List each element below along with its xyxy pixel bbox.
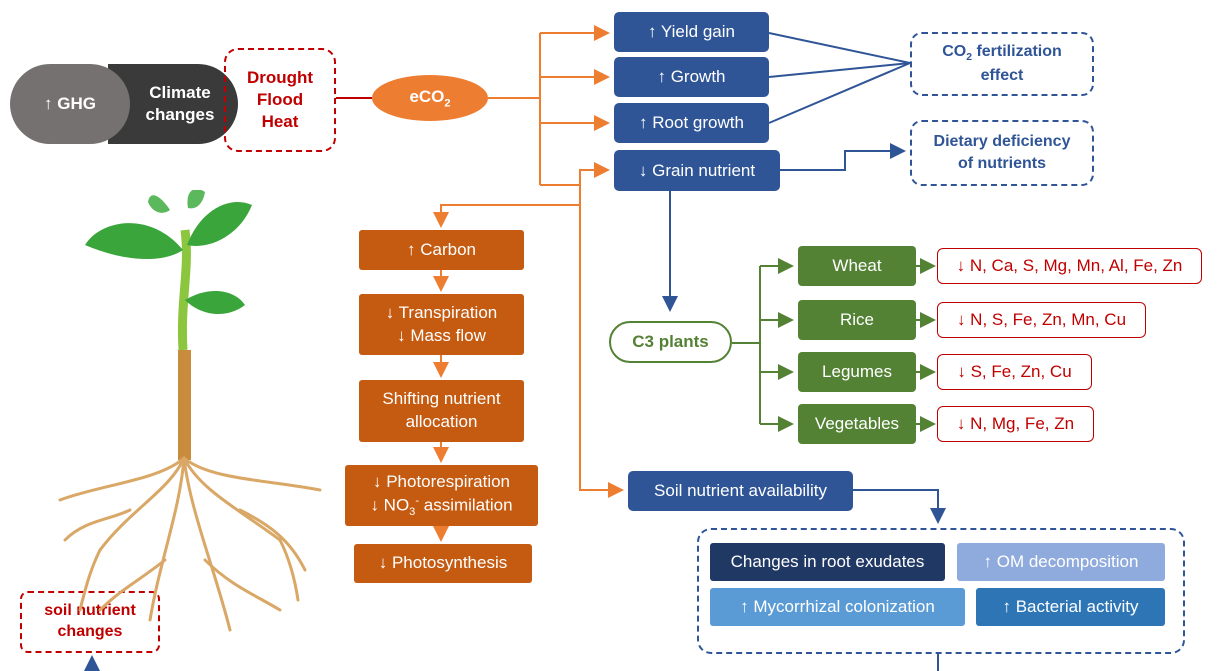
mycorrhizal-box: ↑ Mycorrhizal colonization: [710, 588, 965, 626]
soil-nutrient-changes-box: soil nutrient changes: [20, 591, 160, 653]
shifting-allocation-box: Shifting nutrient allocation: [359, 380, 524, 442]
fertilization-line-2: effect: [980, 67, 1024, 85]
stress-flood: Flood: [256, 89, 304, 109]
transpiration-box: ↓ Transpiration ↓ Mass flow: [359, 294, 524, 355]
c3-plants-label: C3 plants: [632, 332, 709, 351]
yield-gain-label: ↑ Yield gain: [648, 22, 735, 41]
no3-suffix: assimilation: [419, 495, 513, 515]
growth-label: ↑ Growth: [657, 67, 726, 86]
crop-rice: Rice: [798, 300, 916, 340]
photosynthesis-label: ↓ Photosynthesis: [378, 553, 508, 573]
climate-line-2: changes: [145, 105, 215, 124]
plant-stem-upper: [177, 229, 191, 351]
photosynthesis-box: ↓ Photosynthesis: [354, 544, 532, 583]
fertilization-rest: fertilization: [972, 43, 1062, 61]
rice-nutrients: ↓ N, S, Fe, Zn, Mn, Cu: [937, 302, 1146, 338]
eco2-node: eCO2: [372, 75, 488, 121]
dietary-line-1: Dietary deficiency: [933, 133, 1071, 151]
grain-nutrient-box: ↓ Grain nutrient: [614, 150, 780, 191]
soil-changes-line-1: soil nutrient: [44, 602, 136, 620]
stress-drought: Drought: [246, 67, 314, 87]
plant-illustration: [58, 190, 322, 632]
leaf-left: [85, 223, 183, 260]
leaf-mid: [185, 290, 245, 315]
no3-prefix: ↓ NO: [370, 495, 410, 515]
om-decomposition-box: ↑ OM decomposition: [957, 543, 1165, 581]
root-growth-box: ↑ Root growth: [614, 103, 769, 143]
eco2-label: eCO: [409, 86, 445, 106]
mycorrhizal-label: ↑ Mycorrhizal colonization: [740, 597, 935, 616]
carbon-box: ↑ Carbon: [359, 230, 524, 270]
leaf-right: [187, 201, 252, 246]
leaf-top-right: [187, 190, 205, 209]
dietary-line-2: of nutrients: [957, 155, 1046, 172]
photorespiration-box: ↓ Photorespiration ↓ NO3- assimilation: [345, 465, 538, 526]
root-growth-label: ↑ Root growth: [639, 113, 744, 132]
om-decomposition-label: ↑ OM decomposition: [983, 552, 1139, 571]
crop-vegetables-label: Vegetables: [814, 414, 900, 433]
photorespiration-label: ↓ Photorespiration: [372, 472, 511, 492]
mass-flow-label: ↓ Mass flow: [397, 325, 486, 345]
wheat-nutrients: ↓ N, Ca, S, Mg, Mn, Al, Fe, Zn: [937, 248, 1202, 284]
grain-nutrient-label: ↓ Grain nutrient: [638, 160, 756, 180]
carbon-label: ↑ Carbon: [407, 239, 476, 259]
stress-heat: Heat: [261, 112, 299, 132]
vegetables-nutrients: ↓ N, Mg, Fe, Zn: [937, 406, 1094, 442]
plant-roots: [58, 456, 322, 632]
shifting-line-2: allocation: [405, 412, 478, 431]
crop-rice-label: Rice: [839, 310, 874, 329]
eco2-sub: 2: [444, 97, 451, 110]
leaf-top-left: [148, 195, 170, 213]
fertilization-sub: 2: [966, 52, 972, 64]
crop-legumes-label: Legumes: [822, 362, 892, 381]
fertilization-effect-box: CO2 fertilization effect: [910, 32, 1094, 96]
no3-sup: -: [415, 494, 420, 507]
legumes-nutrients: ↓ S, Fe, Zn, Cu: [937, 354, 1092, 390]
climate-line-1: Climate: [149, 82, 211, 102]
ghg-node: ↑ GHG: [10, 64, 130, 144]
soil-availability-label: Soil nutrient availability: [654, 481, 827, 500]
transpiration-label: ↓ Transpiration: [385, 302, 498, 322]
soil-factors-group: [697, 528, 1185, 654]
shifting-line-1: Shifting nutrient: [382, 389, 501, 409]
yield-gain-box: ↑ Yield gain: [614, 12, 769, 52]
bacterial-activity-label: ↑ Bacterial activity: [1002, 597, 1139, 616]
root-exudates-label: Changes in root exudates: [730, 552, 925, 571]
ghg-label: ↑ GHG: [44, 94, 96, 113]
soil-changes-line-2: changes: [57, 623, 123, 640]
wheat-nutrients-label: ↓ N, Ca, S, Mg, Mn, Al, Fe, Zn: [956, 256, 1183, 275]
crop-wheat: Wheat: [798, 246, 916, 286]
crop-vegetables: Vegetables: [798, 404, 916, 444]
soil-availability-box: Soil nutrient availability: [628, 471, 853, 511]
crop-wheat-label: Wheat: [832, 256, 882, 275]
c3-plants-node: C3 plants: [609, 321, 732, 363]
plant-stem-lower: [178, 350, 191, 460]
growth-box: ↑ Growth: [614, 57, 769, 97]
dietary-deficiency-box: Dietary deficiency of nutrients: [910, 120, 1094, 186]
crop-legumes: Legumes: [798, 352, 916, 392]
root-exudates-box: Changes in root exudates: [710, 543, 945, 581]
vegetables-nutrients-label: ↓ N, Mg, Fe, Zn: [956, 414, 1075, 433]
bacterial-activity-box: ↑ Bacterial activity: [976, 588, 1165, 626]
no3-sub: 3: [409, 506, 416, 519]
rice-nutrients-label: ↓ N, S, Fe, Zn, Mn, Cu: [956, 310, 1127, 329]
fertilization-co: CO: [942, 43, 967, 61]
legumes-nutrients-label: ↓ S, Fe, Zn, Cu: [957, 362, 1072, 381]
